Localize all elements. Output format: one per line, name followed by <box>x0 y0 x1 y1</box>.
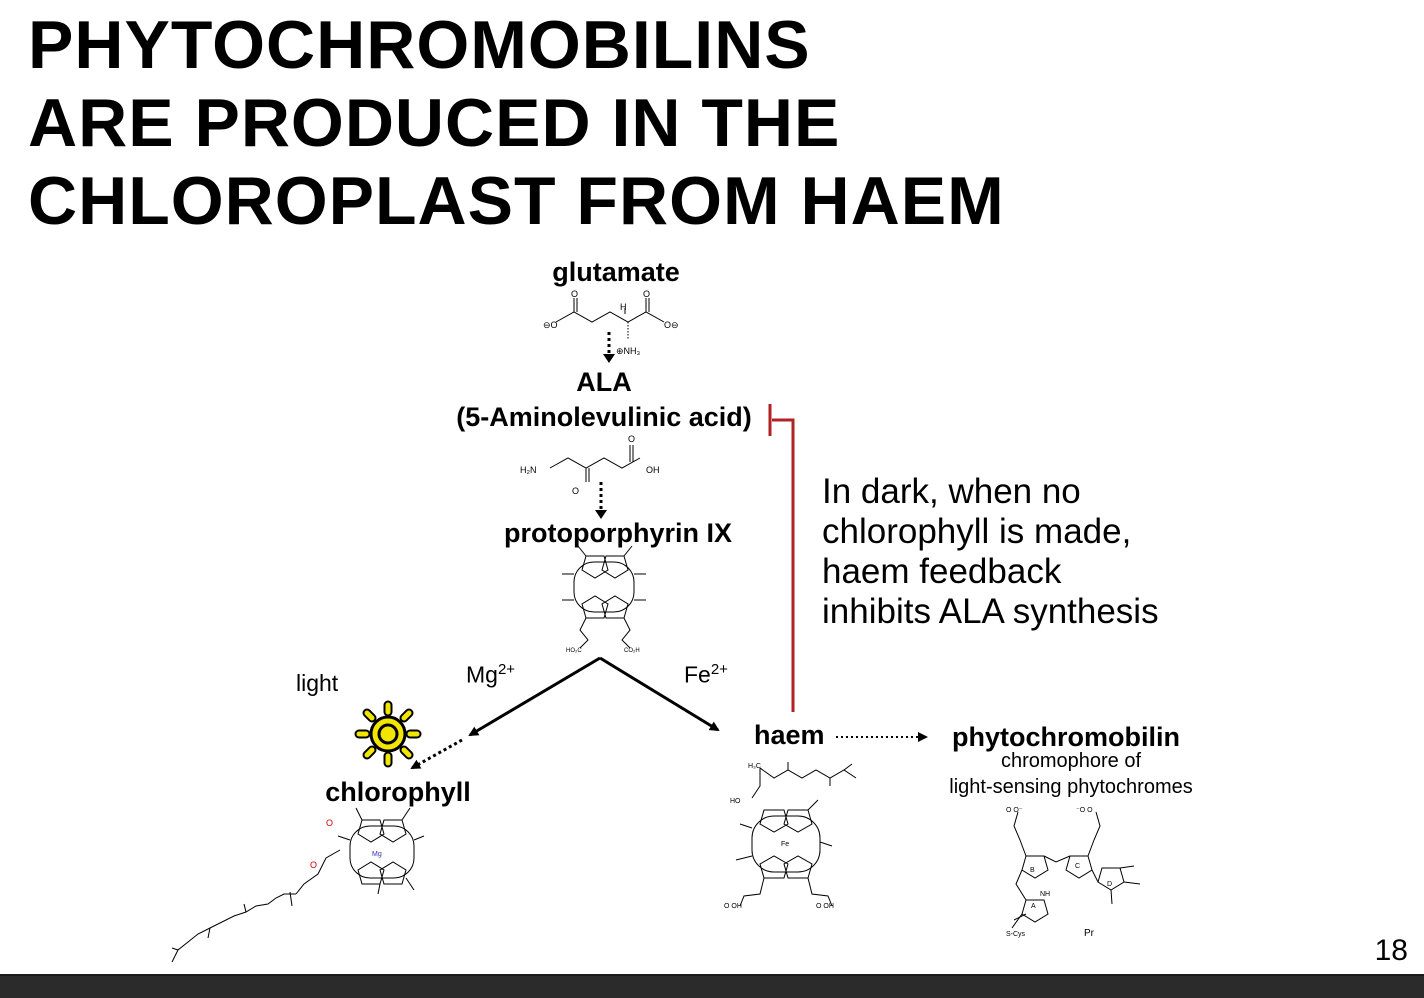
svg-text:Fe: Fe <box>781 841 789 848</box>
svg-text:H₃C: H₃C <box>748 763 761 770</box>
svg-text:D: D <box>1107 881 1112 888</box>
note-line-4: inhibits ALA synthesis <box>822 592 1159 631</box>
svg-text:O OH: O OH <box>724 903 742 910</box>
arrowhead-glutamate-ala <box>603 354 615 363</box>
title-line-1: PHYTOCHROMOBILINS <box>28 7 811 83</box>
note-line-2: chlorophyll is made, <box>822 512 1132 551</box>
label-fe-element: Fe <box>684 661 711 688</box>
svg-text:OH: OH <box>646 465 660 475</box>
svg-text:B: B <box>1030 867 1035 874</box>
label-mg-charge: 2+ <box>497 661 516 678</box>
label-magnesium: Mg2+ <box>466 661 515 689</box>
glutamate-structure <box>555 298 665 340</box>
svg-text:O: O <box>326 818 333 828</box>
inhibition-line <box>772 418 795 712</box>
title-line-2: ARE PRODUCED IN THE <box>28 85 841 161</box>
title-line-3: CHLOROPLAST FROM HAEM <box>28 163 1005 239</box>
ala-structure <box>549 445 641 482</box>
svg-text:H₂N: H₂N <box>520 465 537 475</box>
svg-text:O: O <box>310 860 317 870</box>
node-ala-full-name: (5-Aminolevulinic acid) <box>456 402 752 432</box>
svg-text:O OH: O OH <box>816 903 834 910</box>
label-light: light <box>296 670 339 696</box>
slide-title: PHYTOCHROMOBILINS ARE PRODUCED IN THE CH… <box>28 6 1005 240</box>
page-number: 18 <box>1374 934 1408 967</box>
node-phytochromobilin: phytochromobilin <box>952 722 1180 752</box>
svg-text:NH: NH <box>1040 891 1050 898</box>
svg-text:O O⁻: O O⁻ <box>1006 807 1023 814</box>
svg-text:⊖O: ⊖O <box>543 320 558 330</box>
svg-text:Mg: Mg <box>372 851 382 858</box>
svg-text:CO₂H: CO₂H <box>624 648 640 654</box>
label-fe-charge: 2+ <box>710 661 728 678</box>
arrowhead-ala-protoporphyrin <box>595 510 607 519</box>
svg-text:H: H <box>620 302 627 312</box>
arrow-light-chlorophyll <box>410 738 463 770</box>
feedback-note: In dark, when no chlorophyll is made, ha… <box>822 472 1159 632</box>
svg-text:O: O <box>571 289 578 299</box>
svg-text:O: O <box>643 289 650 299</box>
node-chlorophyll: chlorophyll <box>325 777 471 807</box>
svg-text:Pr: Pr <box>1084 928 1095 939</box>
node-glutamate: glutamate <box>552 257 680 287</box>
haem-structure <box>735 762 857 907</box>
bottom-bar <box>0 974 1424 998</box>
svg-text:C: C <box>1075 863 1080 870</box>
svg-text:HO₂C: HO₂C <box>566 648 582 654</box>
svg-text:O: O <box>572 486 579 496</box>
protoporphyrin-structure <box>562 545 646 649</box>
arrow-to-chlorophyll <box>468 656 601 737</box>
chlorophyll-structure <box>171 807 425 963</box>
note-line-1: In dark, when no <box>822 472 1081 511</box>
label-iron: Fe2+ <box>684 661 728 689</box>
svg-text:HO: HO <box>730 798 741 805</box>
svg-text:O⊖: O⊖ <box>664 320 679 330</box>
label-mg-element: Mg <box>466 661 498 688</box>
node-protoporphyrin-ix: protoporphyrin IX <box>504 518 732 548</box>
pathway-diagram: O O H ⊖O O⊖ ⊕NH₃ H₂N O O OH <box>171 289 1141 963</box>
svg-text:S-Cys: S-Cys <box>1006 931 1026 938</box>
svg-text:⊕NH₃: ⊕NH₃ <box>616 346 641 356</box>
arrow-to-haem <box>599 656 720 732</box>
phytochromobilin-caption-line-2: light-sensing phytochromes <box>949 776 1193 798</box>
phytochromobilin-caption-line-1: chromophore of <box>1000 750 1142 772</box>
node-haem: haem <box>754 720 825 750</box>
note-line-3: haem feedback <box>822 552 1062 591</box>
phytochromobilin-structure <box>1011 811 1141 929</box>
svg-text:O: O <box>628 434 635 444</box>
svg-text:A: A <box>1031 903 1036 910</box>
sun-icon <box>354 700 422 768</box>
slide: PHYTOCHROMOBILINS ARE PRODUCED IN THE CH… <box>0 0 1424 974</box>
svg-text:⁻O O: ⁻O O <box>1076 807 1093 814</box>
node-ala: ALA <box>576 367 632 397</box>
